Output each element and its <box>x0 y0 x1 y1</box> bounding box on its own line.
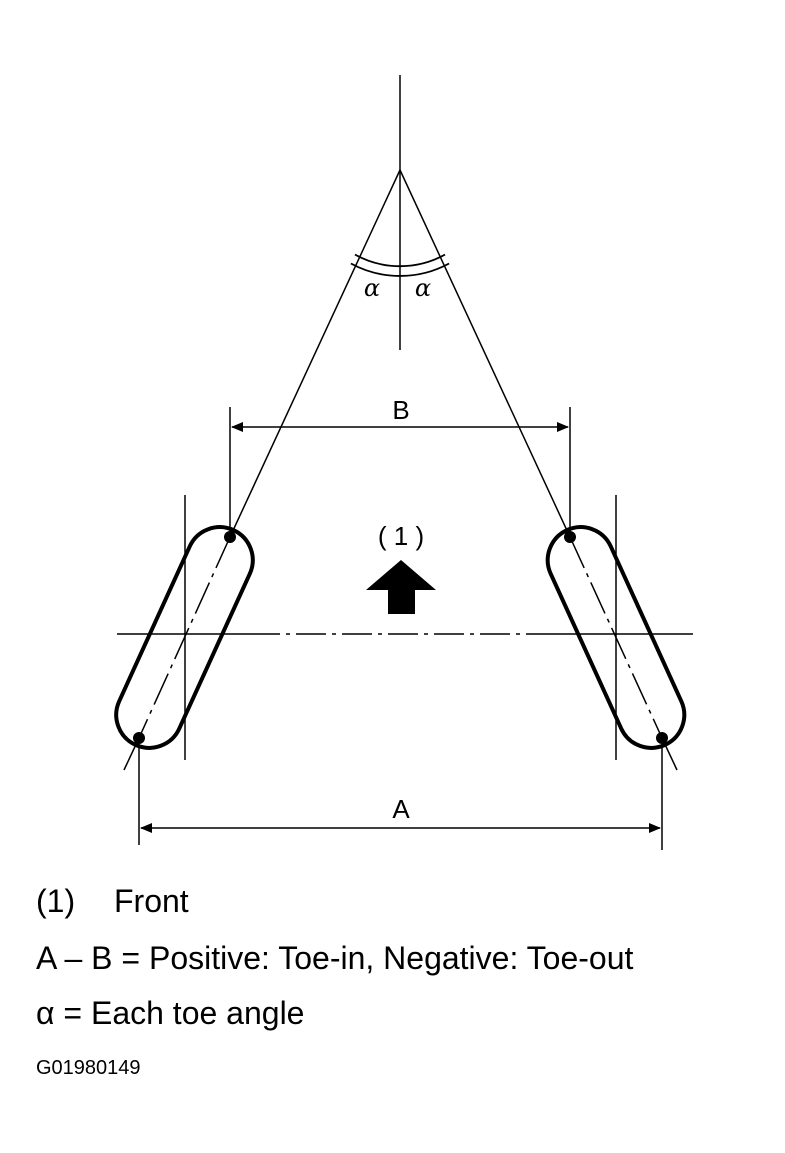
legend-front: (1) Front <box>36 885 189 917</box>
toe-angle-diagram: B A ( 1 ) α α <box>114 75 693 850</box>
toe-angle-arcs <box>350 253 450 277</box>
label-alpha-left: α <box>364 274 380 302</box>
figure-id: G01980149 <box>36 1057 141 1079</box>
label-b: B <box>392 395 409 425</box>
legend-front-number: (1) <box>36 883 76 919</box>
label-a: A <box>392 794 410 824</box>
left-toe-line <box>123 169 401 771</box>
front-arrow-icon <box>366 560 436 614</box>
left-tire <box>114 525 255 750</box>
legend-difference: A – B = Positive: Toe-in, Negative: Toe-… <box>36 940 634 976</box>
dimension-b <box>229 407 571 537</box>
label-alpha-right: α <box>415 274 431 302</box>
legend-front-text: Front <box>114 883 189 919</box>
right-tire <box>545 525 687 750</box>
label-front-callout: ( 1 ) <box>378 521 424 551</box>
dimension-a <box>138 738 663 850</box>
right-toe-line <box>399 169 678 771</box>
legend-alpha: α = Each toe angle <box>36 995 305 1031</box>
